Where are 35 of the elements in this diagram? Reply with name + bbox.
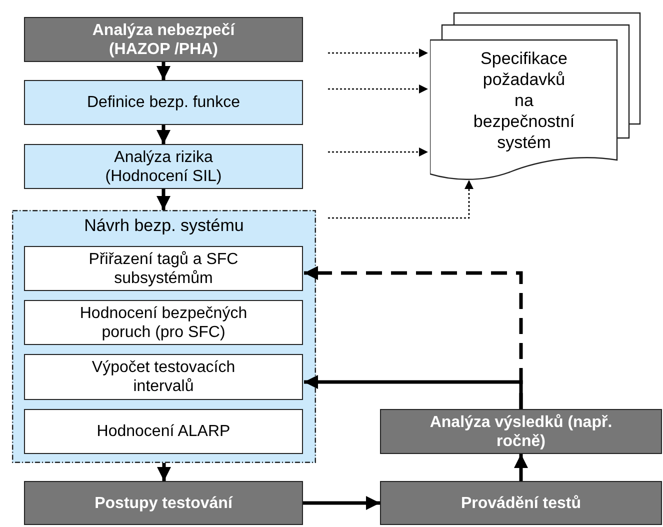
process-box [380, 481, 662, 525]
box-label: Postupy testování [94, 494, 232, 512]
box-label: Hodnocení bezpečných poruch (pro SFC) [78, 304, 248, 342]
group-title: Návrh bezp. systému [84, 216, 244, 235]
process-box [24, 246, 303, 291]
arrow [156, 125, 170, 144]
group-container [12, 210, 316, 463]
arrow [156, 189, 170, 210]
document-stack [430, 12, 642, 182]
dashed-arrow [304, 266, 523, 409]
arrow [157, 463, 171, 481]
document-text: Specifikace požadavků na bezpečnostní systém [472, 48, 576, 153]
box-label: Definice bezp. funkce [87, 93, 240, 112]
box-label: Hodnocení ALARP [96, 422, 230, 441]
process-box [24, 144, 303, 189]
process-box [24, 409, 303, 454]
dotted-arrow [328, 148, 428, 156]
arrow [156, 62, 170, 80]
process-box [24, 354, 303, 400]
dotted-arrow [328, 84, 428, 94]
box-label: Výpočet testovacích intervalů [90, 358, 236, 396]
box-label: Přiřazení tagů a SFC subsystémům [88, 250, 240, 288]
dotted-arrow [328, 180, 474, 219]
process-box [380, 409, 662, 454]
box-label: Provádění testů [460, 494, 582, 512]
process-box [24, 80, 303, 125]
dotted-arrow [328, 48, 428, 58]
process-box [24, 481, 303, 525]
arrow [514, 454, 528, 481]
box-label: Analýza rizika (Hodnocení SIL) [104, 148, 223, 186]
box-label: Analýza nebezpečí (HAZOP /PHA) [91, 20, 236, 58]
process-box [24, 17, 303, 62]
box-label: Analýza výsledků (např. ročně) [428, 412, 614, 450]
process-box [24, 300, 303, 345]
arrow [303, 496, 380, 510]
